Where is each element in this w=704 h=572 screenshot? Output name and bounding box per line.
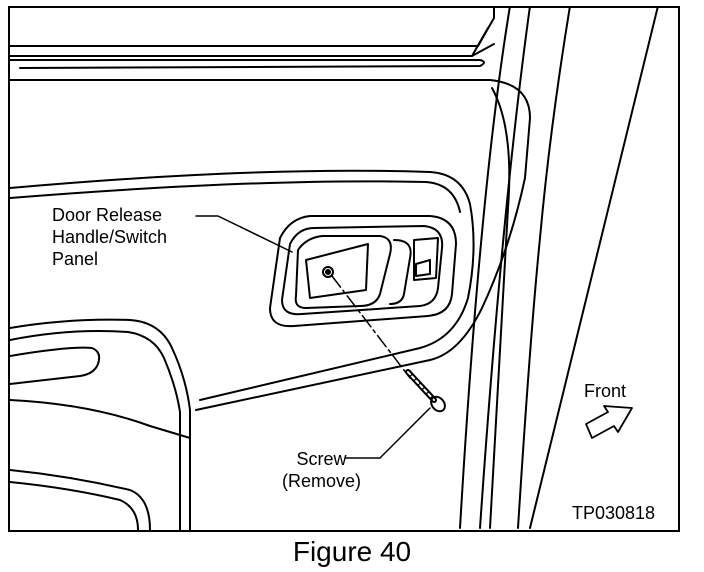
part-number: TP030818: [572, 503, 656, 523]
window-trim: [10, 8, 495, 69]
screw-label: Screw: [296, 449, 347, 469]
front-label: Front: [584, 381, 627, 401]
outline-arrow-right-icon: [585, 405, 633, 439]
door-release-callout: Door Release Handle/Switch Panel: [52, 204, 167, 270]
callout-line-3: Panel: [52, 249, 99, 269]
callout-line-2: Handle/Switch: [52, 227, 168, 247]
leader-lines: [195, 215, 431, 459]
door-frame-edge: [459, 8, 659, 529]
screw-part: [331, 275, 446, 413]
illustration-frame: Door Release Handle/Switch Panel Screw (…: [8, 6, 680, 532]
upper-door-panel: [10, 79, 531, 411]
door-panel-illustration: [10, 8, 659, 530]
screw-callout: Screw (Remove): [282, 448, 361, 492]
figure-caption: Figure 40: [292, 536, 412, 567]
handle-bezel: [269, 215, 457, 328]
screw-note: (Remove): [282, 471, 362, 491]
callout-line-1: Door Release: [52, 205, 163, 225]
armrest: [10, 318, 191, 530]
